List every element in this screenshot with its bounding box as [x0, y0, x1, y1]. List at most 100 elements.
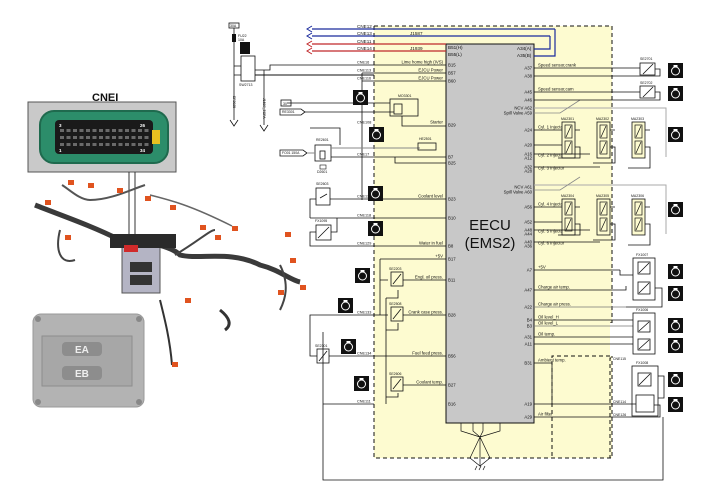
icon-glyph	[673, 129, 678, 132]
relay-re2601: FO01 150A RE2601 D2601 HE2501	[279, 127, 446, 174]
ecu-pin: A19	[524, 402, 532, 407]
icon-bg	[354, 376, 369, 391]
ecu-pin-b25: B25	[448, 161, 456, 166]
harness-connector	[232, 226, 238, 231]
signal-label: EJCU Power	[418, 68, 443, 73]
oil-temp-icon	[668, 338, 683, 353]
injector-symbol	[565, 125, 572, 138]
injector-symbol	[565, 218, 572, 231]
ecu-pin-b23: B23	[448, 197, 456, 202]
spill-valve-wire	[534, 184, 667, 234]
icon-bg	[668, 264, 683, 279]
signal-label: Fuel feed press.	[412, 351, 443, 356]
connector-pin	[99, 143, 103, 146]
signal-label: +5V	[435, 254, 443, 259]
pin-label-1: 1	[59, 148, 62, 153]
ecu-name-line1: EECU	[469, 217, 511, 234]
injector-symbol	[565, 202, 572, 215]
bus-j1587: CNE12 CNE13 J1587 A34(A) A35(B)	[306, 24, 556, 58]
icon-bg	[668, 127, 683, 142]
injector-wire	[558, 206, 581, 236]
ecu-slot-eb: EB	[75, 369, 89, 380]
ecu-pin: B31	[524, 361, 532, 366]
icon-bg	[341, 339, 356, 354]
signal-label: Air filter	[538, 412, 553, 417]
coolant-level-icon	[368, 186, 383, 201]
ecu-pin: A29	[524, 415, 532, 420]
oil-level-icon	[668, 318, 683, 333]
ecu-slot-ea: EA	[75, 345, 89, 356]
harness-connector	[117, 188, 123, 193]
injector-symbol	[635, 141, 642, 154]
injector-symbol	[565, 141, 572, 154]
injector-ma2304: MA2304	[558, 194, 581, 236]
injector-label: MA2302	[596, 117, 609, 121]
engine-icon	[353, 90, 368, 105]
connector-pin	[86, 143, 90, 146]
ecu-pin: A28	[524, 169, 532, 174]
injector-coil	[634, 140, 643, 155]
icon-bg	[668, 286, 683, 301]
injector-symbol	[635, 125, 642, 138]
icon-bg	[353, 90, 368, 105]
icon-glyph	[673, 374, 678, 377]
icon-bg	[369, 127, 384, 142]
charge-air-label: FX1007	[636, 253, 648, 257]
injector-symbol	[635, 202, 642, 215]
connector-pin	[79, 136, 84, 139]
ecu-pin: A47	[524, 288, 532, 293]
ecu-pin-b10: B10	[448, 216, 456, 221]
ecu-pin-b8: B8	[448, 244, 454, 249]
wiring-harness-photo	[34, 180, 306, 367]
icon-glyph	[673, 340, 678, 343]
injector-coil	[599, 140, 608, 155]
injector-box	[631, 121, 646, 159]
ecu-block	[445, 43, 535, 424]
cne-label: CNE134	[357, 352, 371, 356]
connector-pin	[60, 143, 64, 146]
harness-connector	[88, 183, 94, 188]
injector-coil	[634, 124, 643, 139]
ecu-pin: A44	[524, 232, 532, 237]
icon-glyph	[360, 270, 365, 273]
ecu-pin: A11	[525, 342, 533, 347]
icon-glyph	[673, 266, 678, 269]
injector-coil	[564, 201, 573, 216]
icon-bg	[668, 338, 683, 353]
charge-air-sensor: FX1007	[632, 253, 656, 301]
connector-pin	[138, 143, 142, 146]
ecu-pin: A48	[524, 228, 532, 233]
fuse-label: FU22	[238, 34, 247, 38]
connector-pin	[92, 143, 97, 146]
sensor-ground-wire	[385, 290, 399, 404]
icon-glyph	[359, 378, 364, 381]
fuse-rating: 10A	[238, 38, 245, 42]
fuse-box-label: FO01 150A	[282, 151, 300, 155]
ecu-pin-b28: B28	[448, 313, 456, 318]
injector-label: MA2304	[561, 194, 574, 198]
fuse-icon	[232, 34, 236, 42]
connector-pin	[79, 143, 84, 146]
signal-wire	[619, 270, 663, 308]
engine-heater-icon	[369, 127, 384, 142]
injector-ma2303: MA2303	[628, 117, 651, 169]
injector-ma2305: MA2305	[593, 194, 616, 241]
ecu-pin: A20	[524, 143, 532, 148]
connector-title: CNEI	[92, 92, 118, 104]
connector-pin	[86, 136, 90, 139]
cam-sensor-label: SE2702	[640, 81, 653, 85]
oil-sensor-label: FX1006	[636, 308, 648, 312]
signal-label: Cyl. 3 Injector	[538, 166, 565, 171]
relay-label: RE2601	[316, 138, 329, 142]
cam-speed-icon	[668, 86, 683, 101]
ecu-pin: B4	[527, 318, 533, 323]
signal-label: Engl. oil press.	[415, 275, 443, 280]
injector-coil	[564, 124, 573, 139]
connector-photo: CNEI 3 26 1 34	[27, 92, 177, 242]
connector-pin	[105, 129, 110, 132]
harness-connector	[145, 196, 151, 201]
ecu-pin: A16	[524, 152, 532, 157]
connector-pin	[144, 136, 149, 139]
cne-label: CNE108	[357, 121, 371, 125]
